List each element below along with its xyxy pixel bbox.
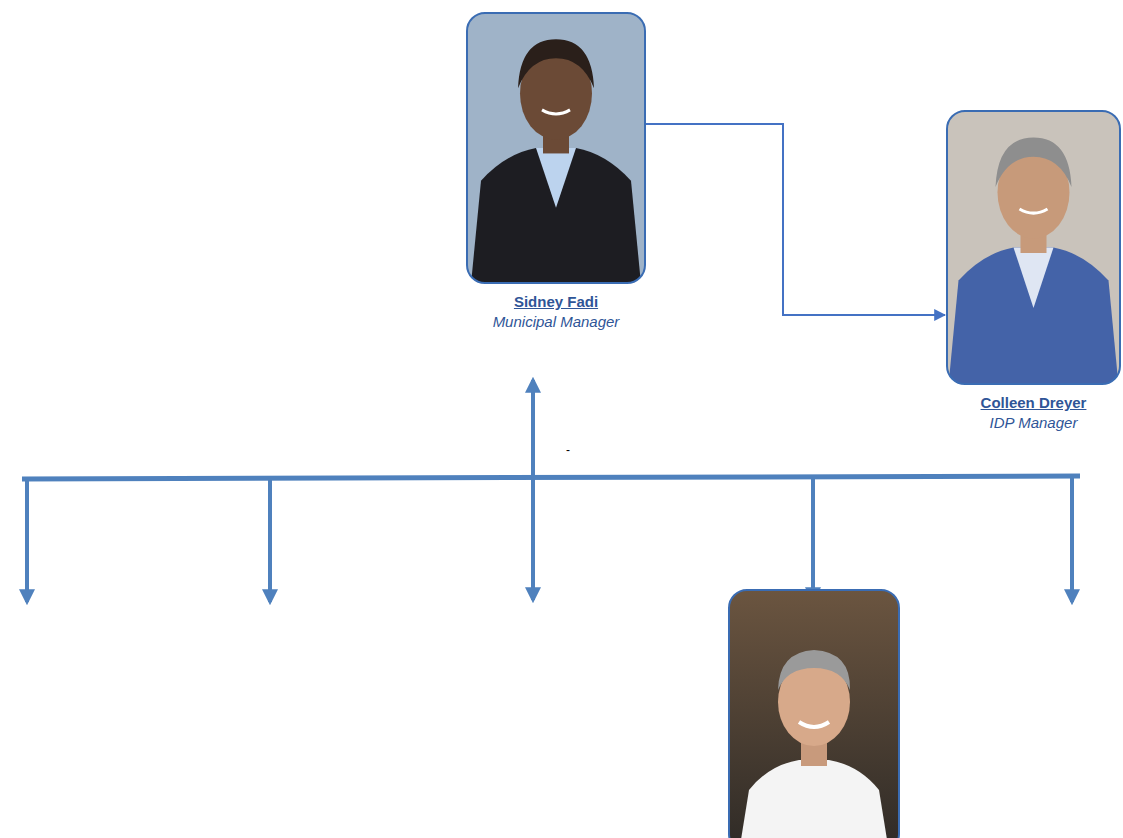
job-title: Municipal Manager bbox=[466, 312, 646, 332]
person-card: Colleen DreyerIDP Manager bbox=[946, 110, 1121, 433]
person-name: Colleen Dreyer bbox=[946, 393, 1121, 413]
double-arrow bbox=[531, 380, 535, 600]
portrait-photo bbox=[729, 590, 899, 838]
reporting-line bbox=[646, 124, 945, 315]
down-arrow bbox=[811, 478, 815, 600]
portrait-photo bbox=[946, 110, 1121, 385]
person-name: Sidney Fadi bbox=[466, 292, 646, 312]
down-arrow bbox=[25, 479, 29, 602]
portrait-photo bbox=[466, 12, 646, 284]
down-arrow bbox=[1070, 476, 1074, 602]
job-title: IDP Manager bbox=[946, 413, 1121, 433]
note-mark: - bbox=[566, 443, 570, 457]
branch-bar bbox=[22, 476, 1080, 479]
down-arrow bbox=[268, 479, 272, 602]
person-card: Sidney FadiMunicipal Manager bbox=[466, 12, 646, 332]
